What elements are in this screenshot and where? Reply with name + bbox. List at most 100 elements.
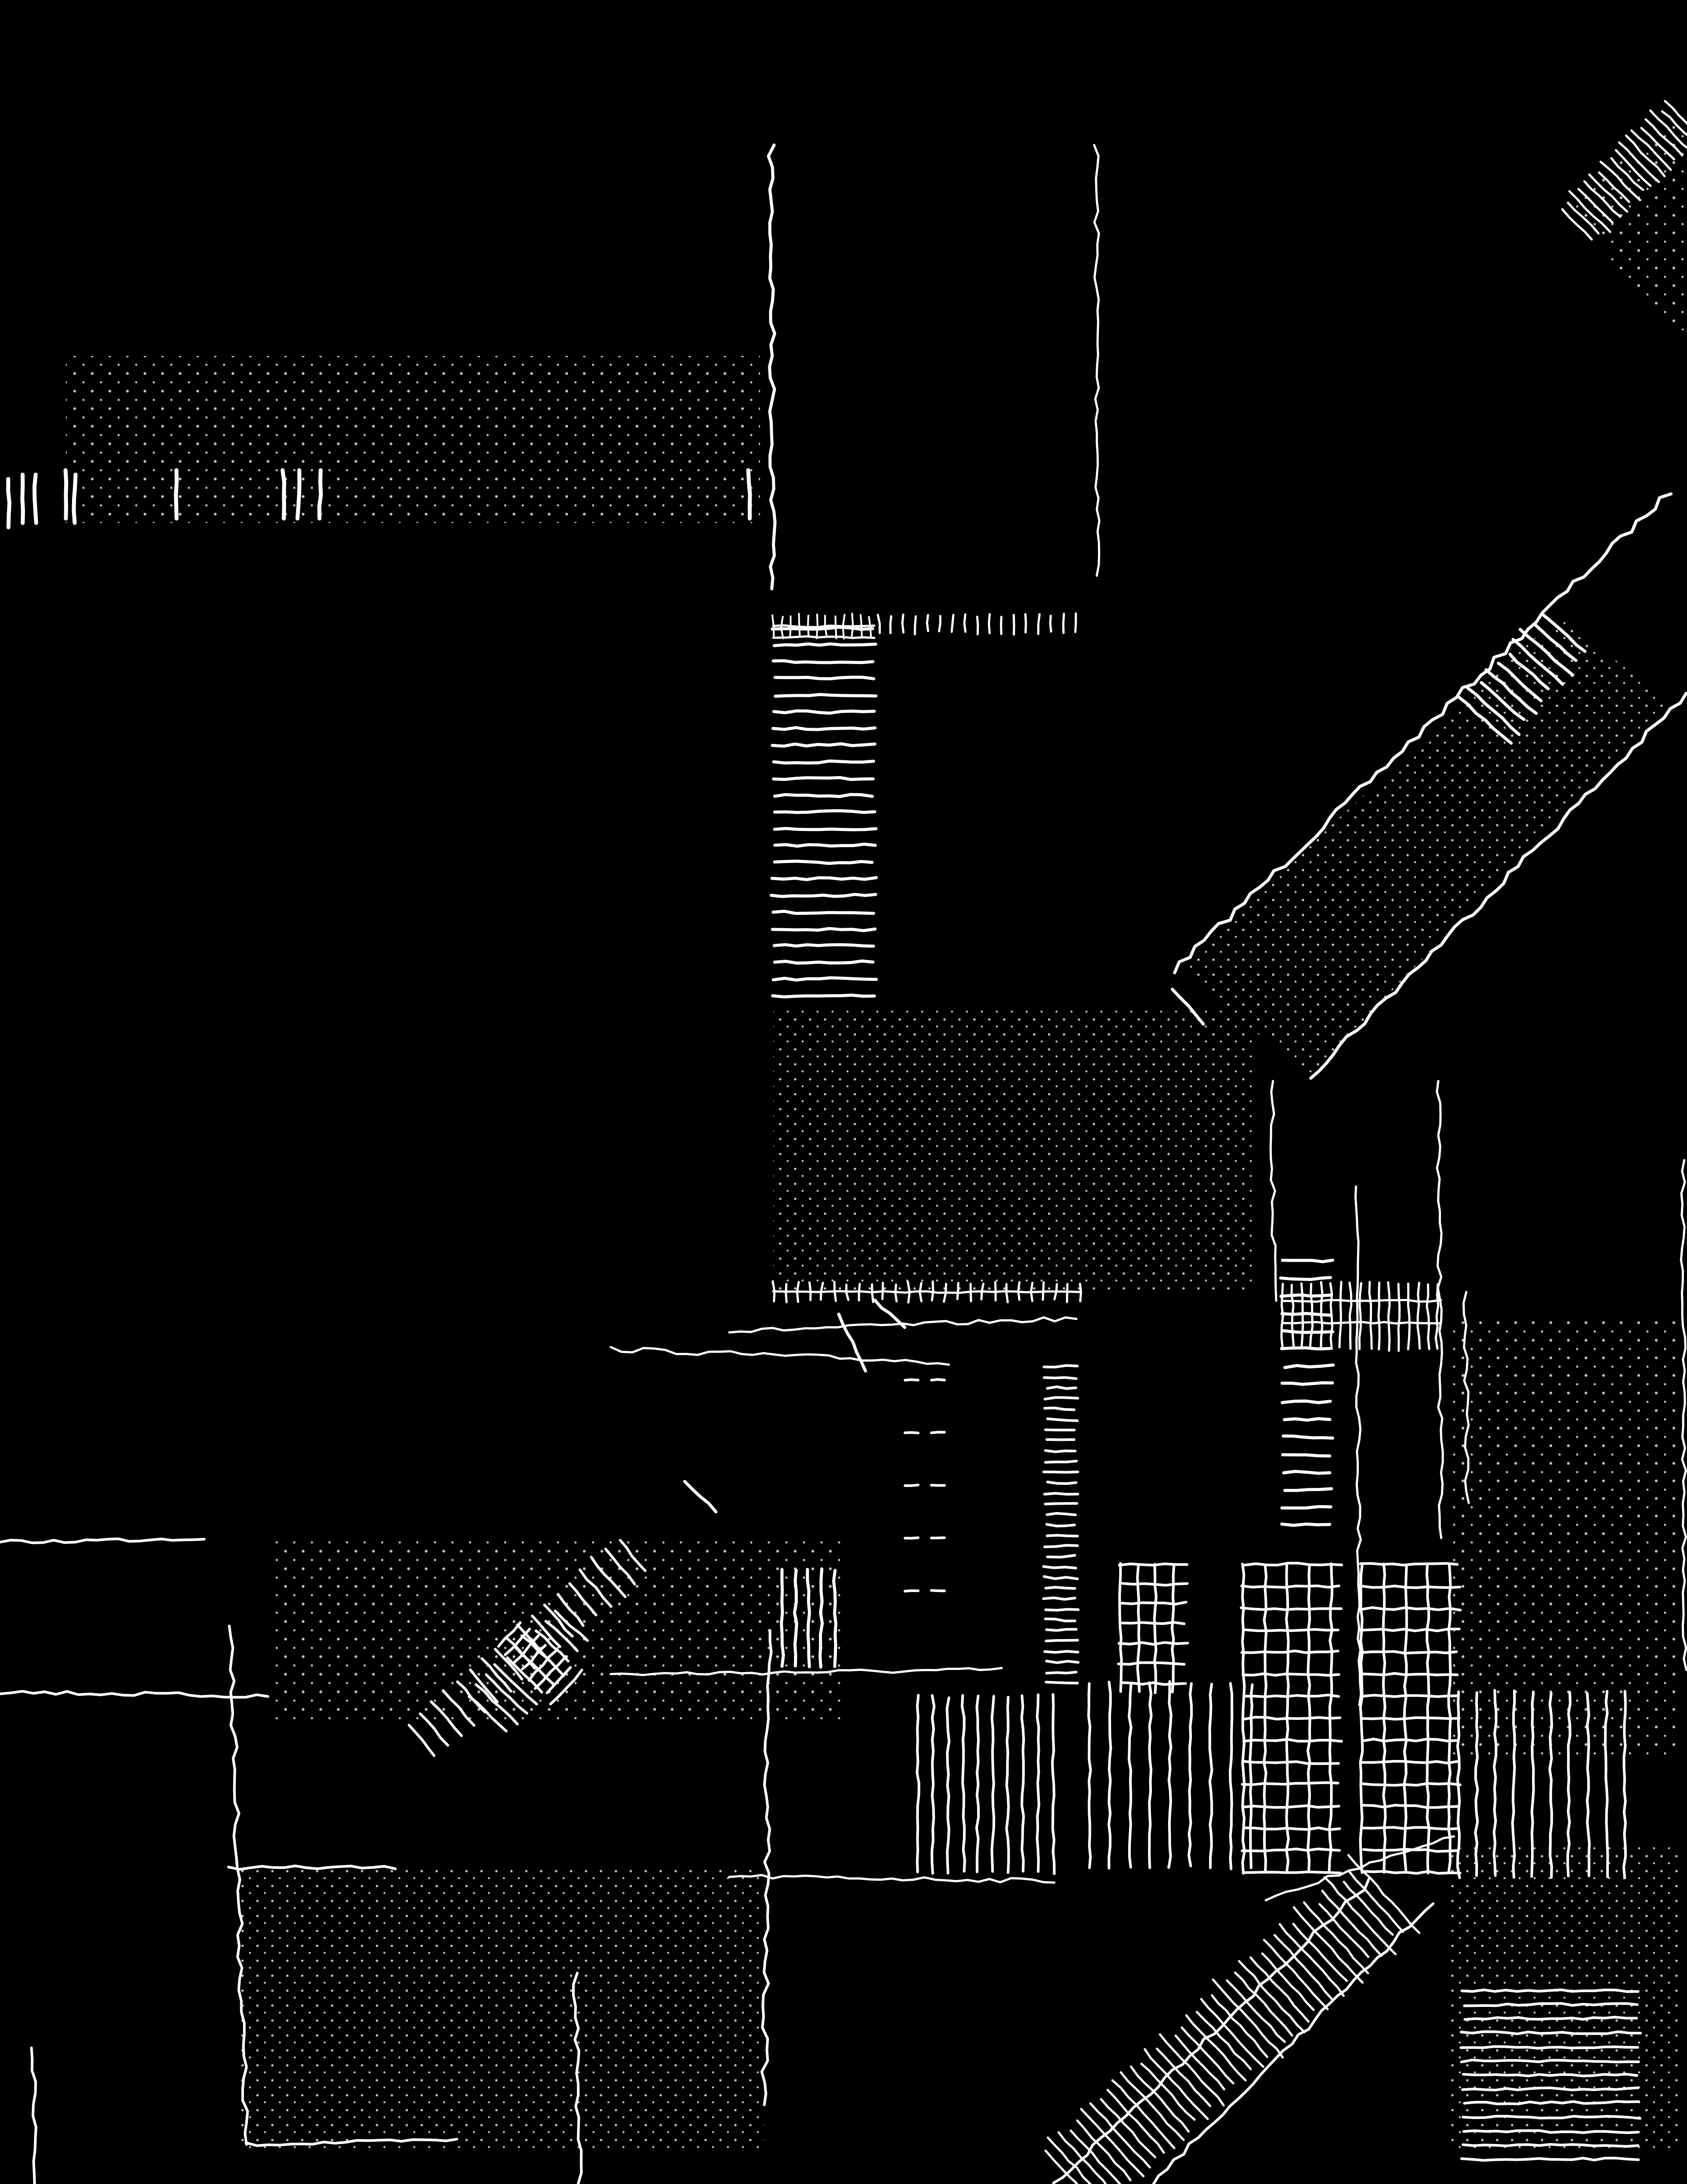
diagonal-hatch-corner [1561,208,1593,241]
diagonal-ramp-hatch [1234,1971,1293,2037]
rung-column-a [1042,1565,1077,1570]
rung-column-a [1044,1449,1077,1453]
fence-tick [901,613,905,634]
grid-block-b [1243,1694,1340,1698]
ladder-rung [773,842,877,848]
tick-mark [280,468,286,521]
grid-block-a [1120,1600,1187,1606]
horizontal-line-left-b [0,1690,269,1699]
grid-block-c [1362,1848,1459,1853]
diagonal-ramp-hatch [1057,2131,1107,2184]
vertical-line-top-a [767,143,777,591]
diagonal-line-bottom-a [1052,1877,1370,2184]
rung-column-b [1282,1469,1332,1475]
vertical-line-right [1680,1159,1687,1671]
rung-column-a [1044,1608,1080,1612]
grid-block-a [1118,1562,1123,1693]
diagonal-ramp-hatch [1212,1978,1284,2059]
horizontal-hatch-bottom-right [1462,2115,1642,2120]
vertical-hatch-low-c [1127,1683,1133,1869]
vertical-hatch-low-b [960,1694,966,1873]
grid-block-c [1360,1606,1462,1611]
diagonal-ramp-hatch [1211,1994,1268,2058]
horizontal-hatch-bottom-right [1461,2086,1640,2092]
grid-block-c [1361,1804,1460,1809]
rung-column-a [1043,1364,1079,1368]
horizontal-hatch-bottom-right [1461,2143,1640,2148]
grid-block-c [1361,1782,1462,1787]
vertical-hatch-block [1426,1283,1430,1350]
diagonal-hatch-cluster-b [485,1673,529,1715]
vertical-hatch-low-d [1548,1692,1553,1879]
vertical-hatch-low-c [1167,1680,1173,1869]
diagonal-hatch-top [1484,668,1538,715]
vertical-hatch-low-c [1087,1682,1092,1869]
vertical-line-lower-a [228,1625,249,2146]
fence-tick [950,614,955,633]
rung-column-a [1044,1459,1078,1464]
vertical-hatch-block [1348,1281,1353,1350]
tick-mark [6,477,11,530]
tick-mark [317,468,323,521]
rung-column-a [1046,1385,1077,1390]
fence-tick [1049,614,1052,633]
diagonal-hatch-cluster-c [512,1634,540,1665]
horizontal-hatch-bottom-right [1463,2100,1640,2105]
hatch-bar [1282,1299,1442,1303]
diagonal-hatch-corner [1598,171,1630,203]
vertical-line-top-b [1093,144,1101,577]
fence-tick [913,615,917,635]
diagonal-ramp-hatch [1070,2130,1122,2184]
diagonal-hatch-top [1466,686,1521,736]
vertical-hatch-block [1300,1282,1304,1349]
horizontal-hatch-bottom-right [1460,2058,1640,2064]
ladder-rung [773,959,875,965]
grid-block-c [1361,1694,1460,1698]
diagonal-hatch-top [1541,613,1587,653]
grid-block-a [1118,1562,1189,1567]
vertical-hatch-low-b [1020,1694,1025,1873]
diagonal-ramp-hatch [1347,1854,1421,1934]
vertical-hatch-block [1368,1281,1373,1350]
ladder-rung [774,693,878,698]
grid-block-c [1360,1826,1459,1831]
diagonal-hatch-corner [1664,100,1687,125]
diagonal-ramp-hatch [1044,2149,1079,2184]
tick-mark [746,468,752,521]
grid-block-b [1240,1606,1343,1611]
diagonal-ramp-hatch [1303,1901,1369,1974]
ladder-rung [771,625,874,631]
rung-column-a [1046,1534,1079,1538]
diagonal-dash [1171,987,1205,1026]
fence-tick [976,616,979,635]
diagonal-ramp-hatch [1144,2048,1209,2120]
stipple-center [773,1011,1256,1292]
fence-tick [926,614,929,632]
diagonal-ramp-hatch [1046,2136,1092,2184]
dash-mark [930,1589,946,1593]
rung-column-b [1280,1346,1331,1351]
diagonal-ramp-hatch [1263,1939,1329,2010]
ladder-rung [771,927,877,932]
diagonal-hatch-cluster-a [590,1556,627,1598]
vertical-hatch-low-c [1108,1680,1112,1870]
diagonal-ramp-hatch [1292,1906,1364,1984]
rung-column-a [1044,1502,1079,1506]
grid-block-b [1241,1781,1339,1786]
horizontal-line-bottom-b [244,2138,458,2147]
diagonal-hatch-corner [1610,157,1644,191]
vertical-hatch-low-a [780,1568,785,1668]
ladder-rung [771,976,878,982]
diagonal-hatch-cluster-c [497,1621,522,1648]
horizontal-line-left-a [0,1537,206,1544]
rung-column-b [1279,1293,1333,1298]
horizontal-line-bottom-a [227,1865,397,1871]
horizontal-hatch-bottom-right [1459,2045,1639,2050]
ladder-rung [773,793,874,798]
rung-column-a [1045,1639,1079,1643]
diagonal-ramp-hatch [1130,2065,1190,2133]
horizontal-hatch-bottom-right [1462,2129,1640,2134]
crosshatch-bar [772,635,876,639]
diagonal-hatch-cluster-a [579,1568,612,1608]
